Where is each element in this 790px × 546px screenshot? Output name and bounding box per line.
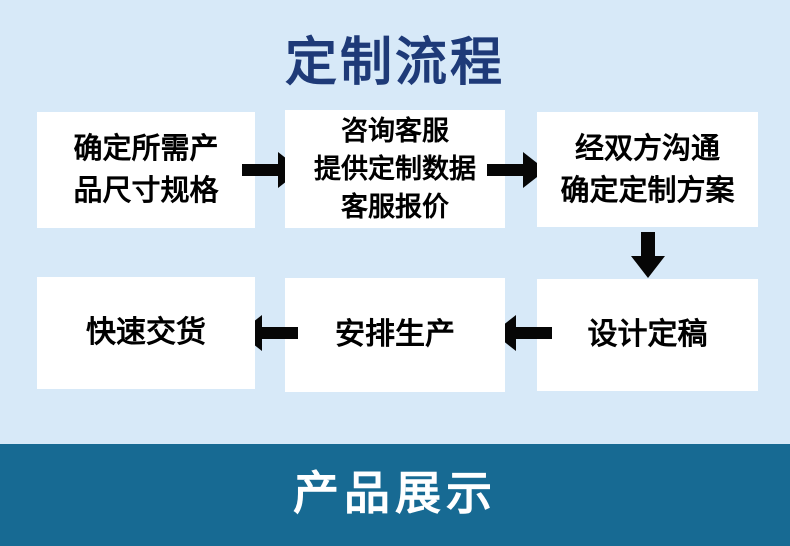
page-title: 定制流程: [284, 34, 505, 92]
flow-step-label: 经双方沟通 确定定制方案: [560, 132, 735, 207]
flow-step-confirm-plan: 经双方沟通 确定定制方案: [537, 112, 758, 227]
arrow-left-icon: [492, 314, 552, 352]
products-banner: 产品展示: [0, 444, 790, 546]
flow-step-fast-delivery: 快速交货: [37, 277, 255, 389]
flow-step-label: 快速交货: [86, 316, 206, 349]
flow-step-design-final: 设计定稿: [537, 279, 758, 391]
arrow-down-icon: [630, 232, 666, 279]
flow-step-confirm-specs: 确定所需产 品尺寸规格: [37, 112, 255, 228]
flow-step-label: 安排生产: [335, 318, 455, 351]
products-banner-title: 产品展示: [293, 467, 497, 519]
flow-step-label: 设计定稿: [587, 318, 708, 351]
arrow-right-icon: [487, 151, 547, 189]
flow-step-arrange-production: 安排生产: [285, 278, 505, 392]
flow-step-consult-service: 咨询客服 提供定制数据 客服报价: [285, 110, 505, 228]
flow-step-label: 确定所需产 品尺寸规格: [73, 133, 219, 207]
flow-step-label: 咨询客服 提供定制数据 客服报价: [314, 116, 476, 222]
